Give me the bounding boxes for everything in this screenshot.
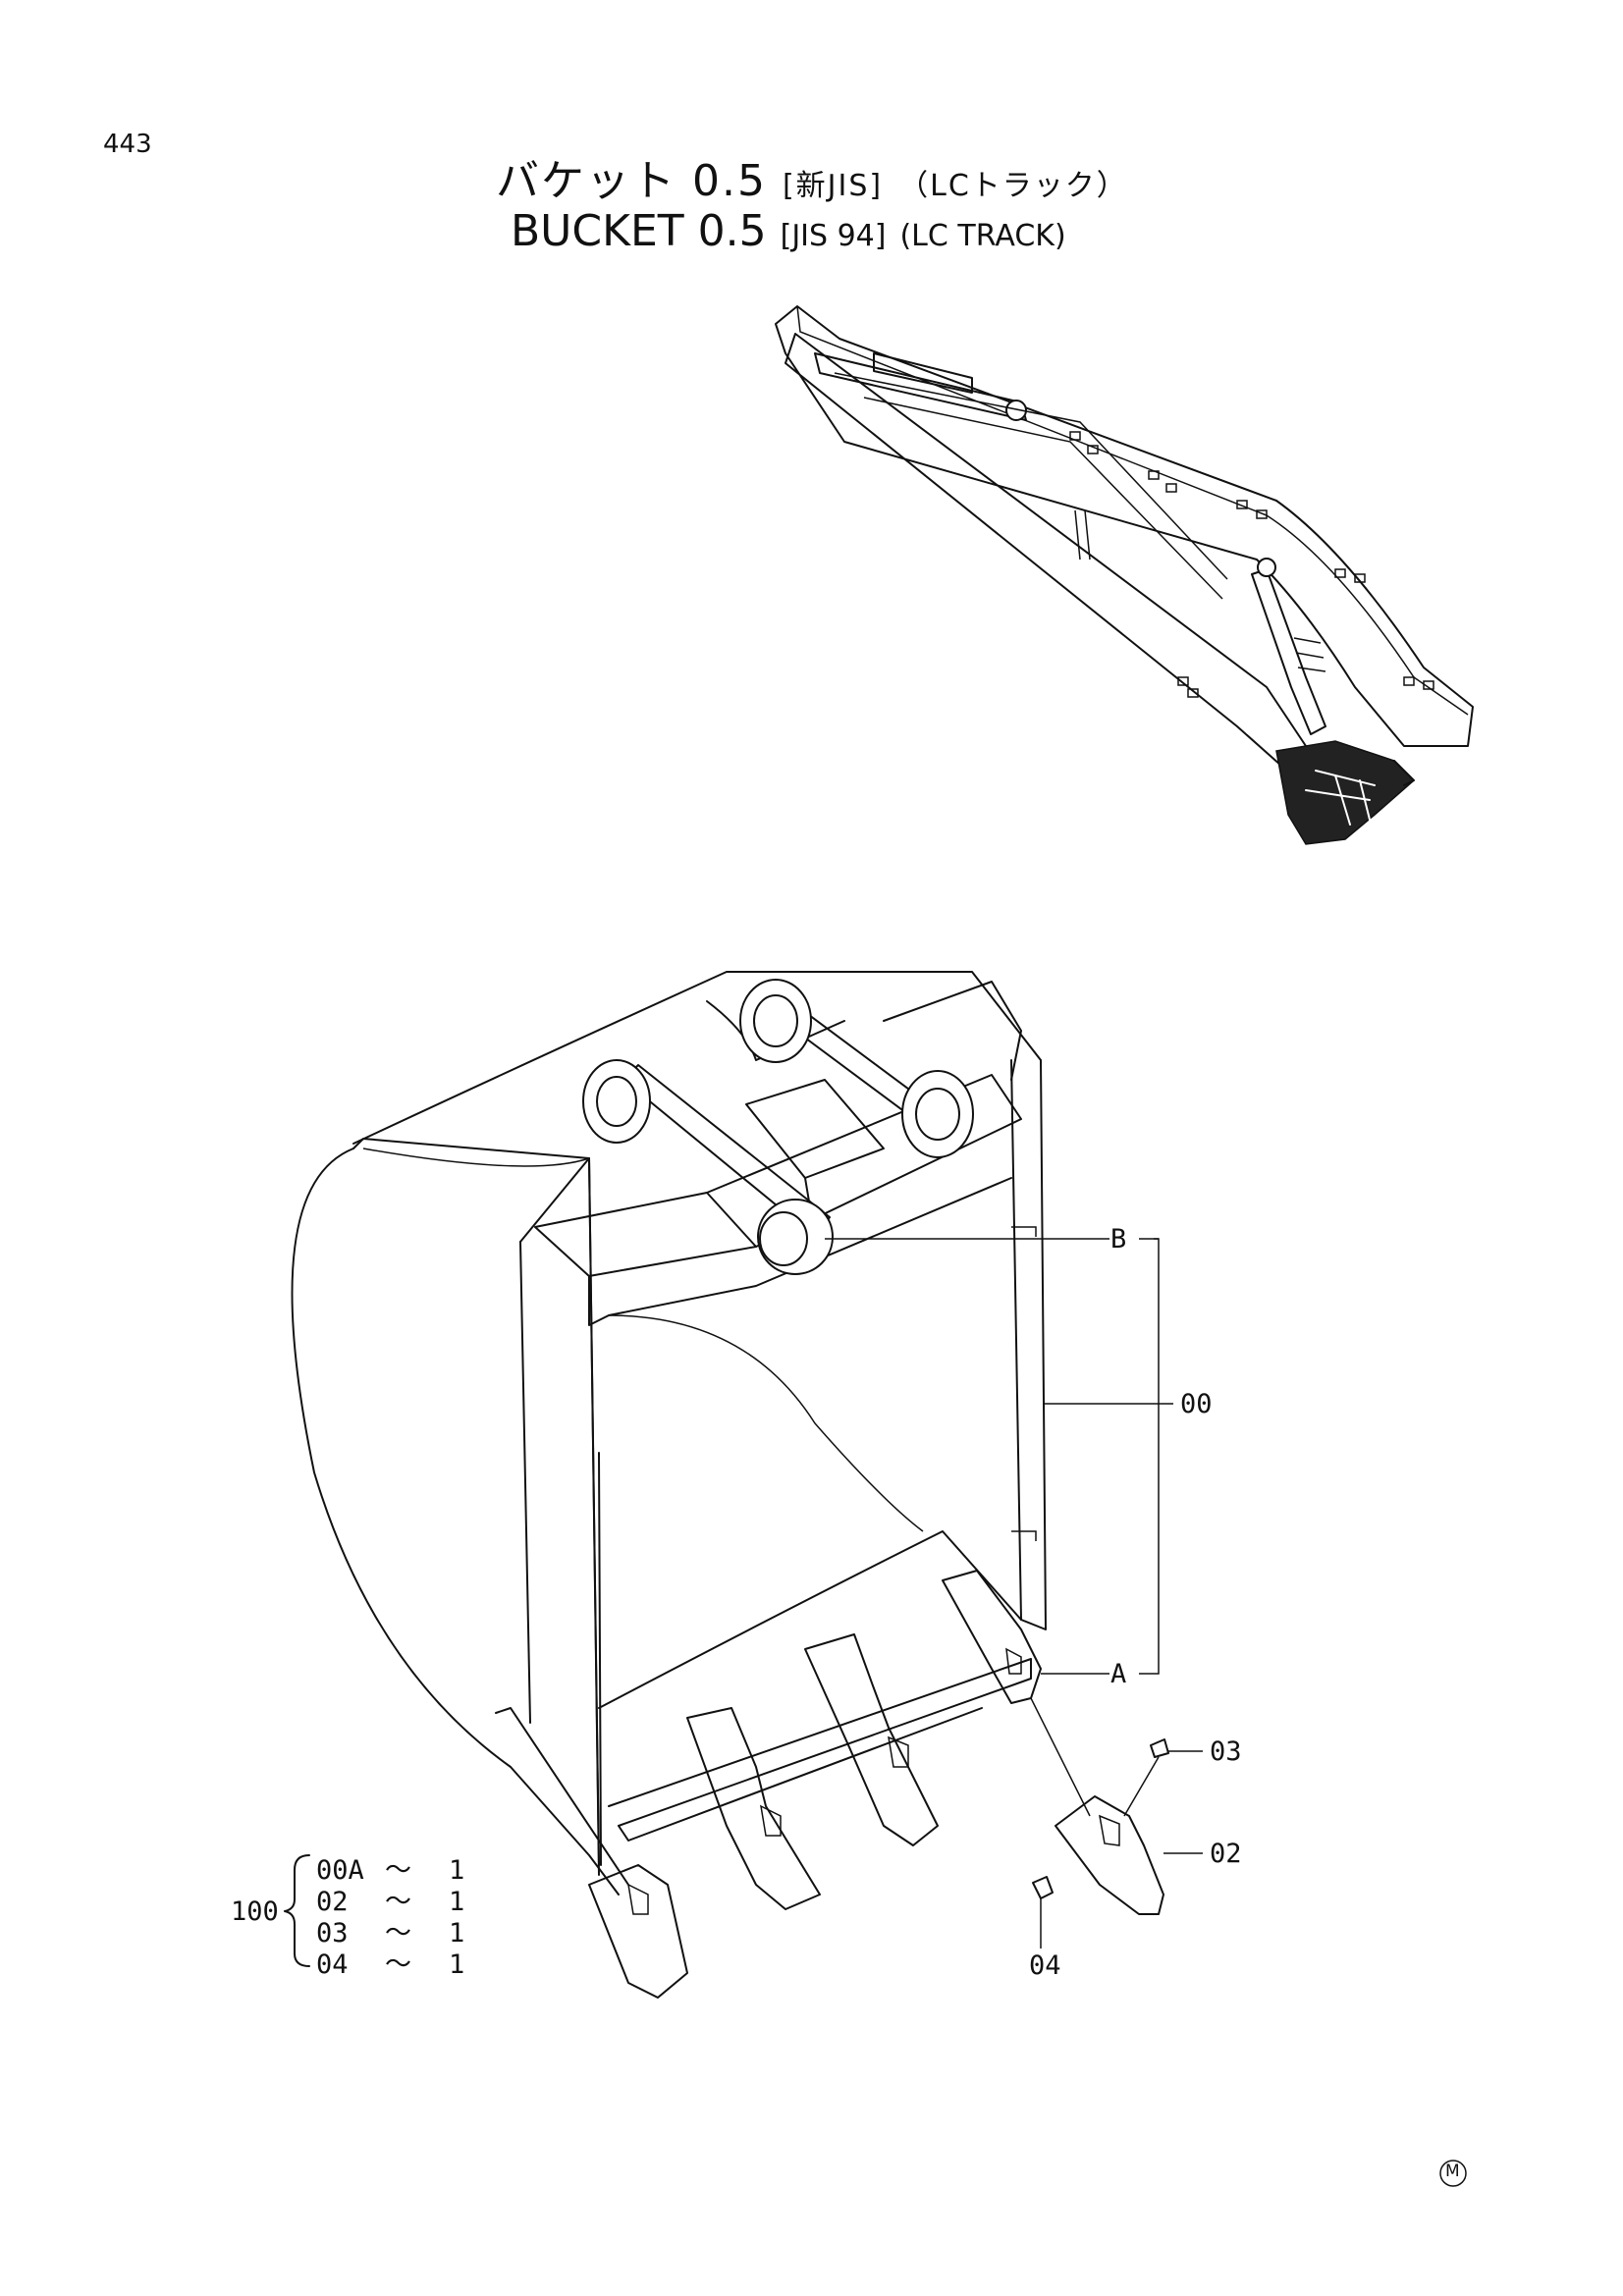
title-japanese: バケット 0.5 [新JIS] （LCトラック） [496, 145, 1128, 208]
title-english: BUCKET 0.5 [JIS 94] (LC TRACK) [511, 206, 1066, 256]
kit-row-1: 02 ～ 1 [316, 1880, 464, 1918]
callout-04: 04 [1029, 1950, 1061, 1981]
kit-part: 00A [316, 1855, 364, 1886]
footer-mark-circle [1439, 2160, 1467, 2187]
callout-02: 02 [1210, 1839, 1242, 1869]
kit-qty: 1 [449, 1918, 465, 1949]
kit-qty: 1 [449, 1887, 465, 1917]
leader-lines [284, 1238, 1203, 1967]
pin-bosses [582, 979, 974, 1275]
kit-part: 03 [316, 1918, 349, 1949]
title-en-spec: [JIS 94] [780, 219, 887, 253]
kit-row-2: 03 ～ 1 [316, 1911, 464, 1949]
title-jp-variant: （LCトラック） [898, 169, 1128, 203]
title-jp-spec: [新JIS] [782, 169, 884, 203]
bucket-teeth [588, 1570, 1042, 1999]
title-en-main: BUCKET 0.5 [511, 206, 767, 256]
kit-qty: 1 [449, 1949, 465, 1980]
excavator-arm-illustration [775, 305, 1474, 845]
kit-number: 100 [231, 1896, 279, 1927]
kit-separator: ～ [385, 1949, 411, 1980]
kit-separator: ～ [385, 1887, 411, 1917]
kit-part: 02 [316, 1887, 349, 1917]
bucket-assembly-drawing [291, 971, 1047, 1896]
kit-part: 04 [316, 1949, 349, 1980]
kit-row-0: 00A ～ 1 [316, 1848, 464, 1887]
callout-b: B [1110, 1224, 1127, 1255]
kit-separator: ～ [385, 1918, 411, 1949]
exploded-tooth-parts [1030, 1697, 1169, 1915]
footer-mark: M [1445, 2162, 1460, 2181]
callout-a: A [1110, 1659, 1127, 1689]
callout-03: 03 [1210, 1736, 1242, 1767]
kit-qty: 1 [449, 1855, 465, 1886]
kit-separator: ～ [385, 1855, 411, 1886]
kit-row-3: 04 ～ 1 [316, 1943, 464, 1981]
callout-00: 00 [1180, 1389, 1213, 1419]
title-jp-main: バケット 0.5 [496, 156, 767, 206]
title-en-variant: (LC TRACK) [899, 219, 1066, 253]
page-number: 443 [103, 130, 152, 159]
